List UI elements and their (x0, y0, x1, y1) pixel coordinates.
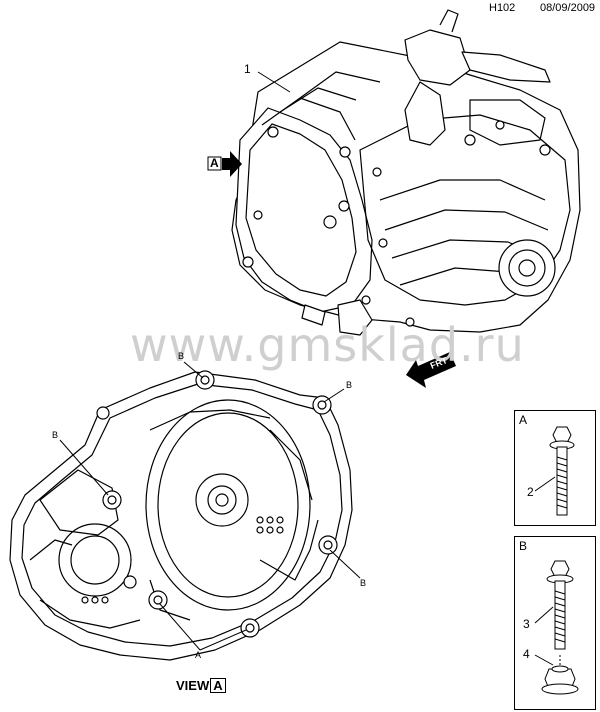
callout-b-left: B (52, 430, 59, 440)
detail-b-title: B (519, 539, 528, 553)
bolt-item-2-drawing (534, 426, 575, 516)
callout-item-3: 3 (523, 617, 530, 631)
transmission-assembly-drawing (231, 9, 581, 336)
callout-arrow-a: A (210, 156, 219, 170)
view-label-text: VIEW (176, 678, 210, 693)
callout-item-2: 2 (527, 485, 534, 499)
watermark: www.gmsklad.ru (130, 318, 525, 372)
front-arrow (406, 352, 456, 388)
callout-b-right: B (346, 380, 353, 390)
callout-b-top: B (178, 351, 185, 361)
drawing-code: H102 (489, 2, 516, 14)
detail-a-panel: A 2 (514, 410, 596, 526)
leader-line-part-1 (257, 71, 291, 93)
bolt-and-nut-drawing (534, 560, 579, 695)
callout-a-left: A (195, 650, 202, 660)
drawing-date: 08/09/2009 (540, 2, 596, 14)
detail-b-panel: B 3 4 (514, 536, 596, 710)
callout-b-lower: B (360, 578, 367, 588)
callout-item-4: 4 (523, 647, 530, 661)
view-label-ref: A (210, 678, 226, 693)
bell-housing-view-a-drawing (9, 370, 353, 661)
view-a-arrow (207, 151, 242, 177)
callout-part-1: 1 (244, 62, 251, 76)
lower-leader-lines (59, 361, 361, 651)
detail-a-title: A (519, 413, 528, 427)
